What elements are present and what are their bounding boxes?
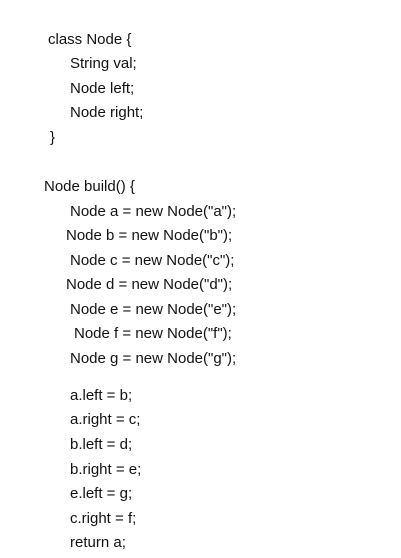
code-line: String val; [70,55,137,72]
code-line: Node build() { [44,178,135,195]
code-line: e.left = g; [70,485,133,502]
code-line: Node d = new Node("d"); [66,276,233,293]
code-line: Node a = new Node("a"); [70,203,237,220]
code-line: Node g = new Node("g"); [70,350,237,367]
code-line: a.left = b; [70,387,133,404]
code-line: } [50,129,56,146]
code-line: b.left = d; [70,436,133,453]
code-line: Node left; [70,80,135,97]
code-line: Node b = new Node("b"); [66,227,233,244]
code-line: Node c = new Node("c"); [70,252,235,269]
code-line: return a; [70,534,126,551]
code-line: c.right = f; [70,510,137,527]
code-line: Node e = new Node("e"); [70,301,237,318]
code-line: class Node { [48,31,132,48]
code-line: Node right; [70,104,144,121]
code-line: a.right = c; [70,411,141,428]
code-line: Node f = new Node("f"); [74,325,232,342]
code-line: b.right = e; [70,461,142,478]
